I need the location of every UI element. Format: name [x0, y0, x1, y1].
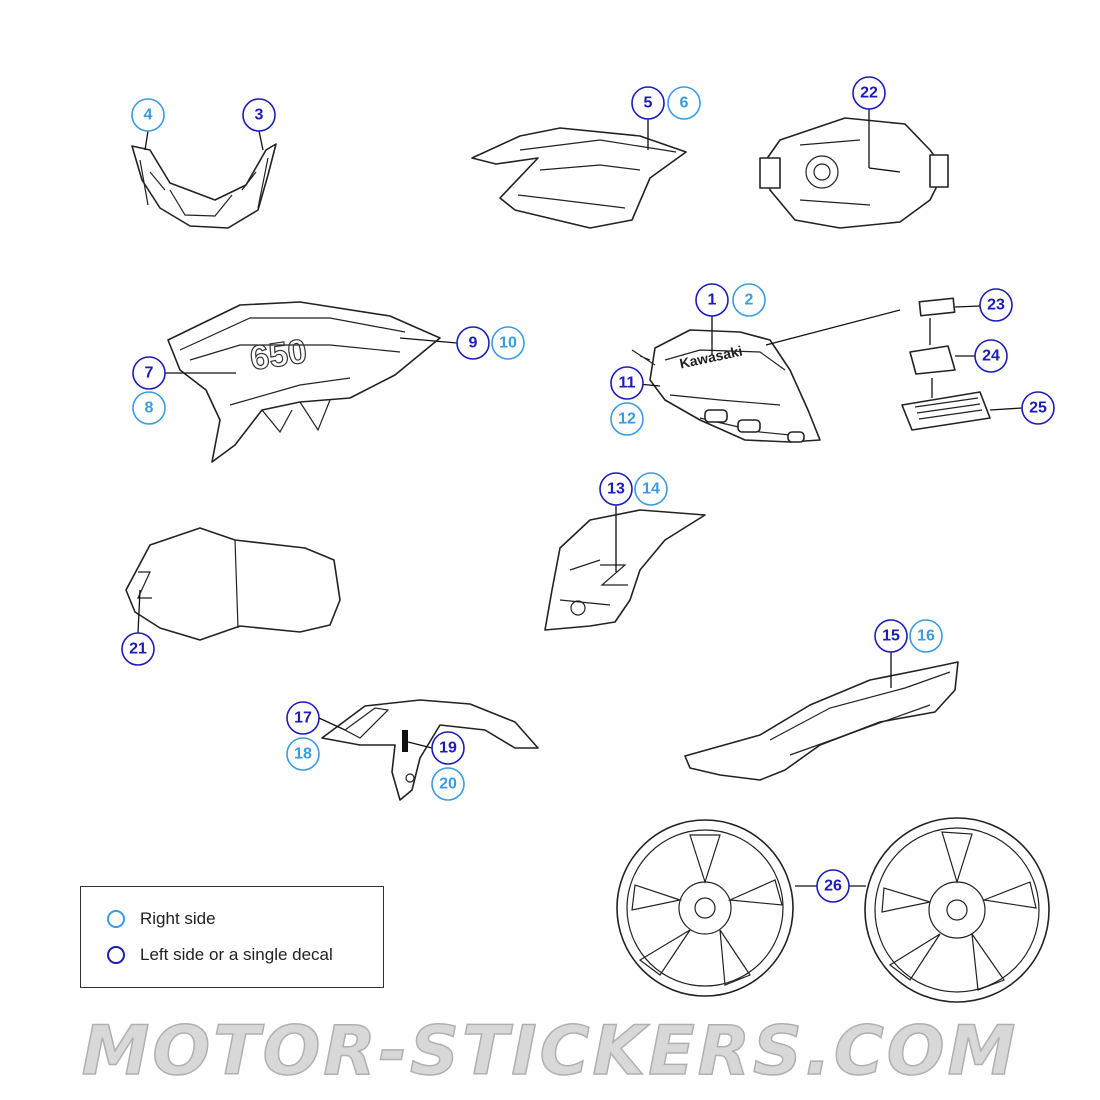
callout-6-label: 6: [680, 95, 689, 112]
callout-3: 3: [242, 98, 276, 132]
callout-8-label: 8: [145, 400, 154, 417]
callout-2: 2: [732, 283, 766, 317]
front-fender-side-part: [321, 699, 539, 801]
callout-16: 16: [909, 619, 943, 653]
callout-3-label: 3: [255, 107, 264, 124]
leader-lines: [137, 109, 1023, 887]
right-side-circle-icon: [107, 910, 125, 928]
rear-wheel-part: [864, 817, 1050, 1003]
callouts: 1 2 3 4 5 6 7 8 9 10 11 12 13 14 15 16 1…: [121, 76, 1055, 903]
callout-14-label: 14: [642, 481, 660, 498]
callout-22: 22: [852, 76, 886, 110]
callout-5-label: 5: [644, 95, 653, 112]
callout-16-label: 16: [917, 628, 935, 645]
callout-26: 26: [816, 869, 850, 903]
callout-15: 15: [874, 619, 908, 653]
callout-23: 23: [979, 288, 1013, 322]
callout-4: 4: [131, 98, 165, 132]
callout-24: 24: [974, 339, 1008, 373]
callout-12: 12: [610, 402, 644, 436]
callout-1: 1: [695, 283, 729, 317]
callout-19-label: 19: [439, 740, 457, 757]
callout-24-label: 24: [982, 348, 1000, 365]
legend-right-side-label: Right side: [140, 909, 216, 928]
callout-7: 7: [132, 356, 166, 390]
callout-15-label: 15: [882, 628, 900, 645]
legend-row-right-side: Right side: [107, 909, 216, 929]
callout-9-label: 9: [469, 335, 478, 352]
callout-23-label: 23: [987, 297, 1005, 314]
callout-22-label: 22: [860, 85, 878, 102]
callout-17: 17: [286, 701, 320, 735]
callout-8: 8: [132, 391, 166, 425]
front-wheel-part: [616, 819, 794, 997]
callout-9: 9: [456, 326, 490, 360]
callout-7-label: 7: [145, 365, 154, 382]
fuel-tank-top-part: [759, 117, 949, 229]
callout-2-label: 2: [745, 292, 754, 309]
callout-13-label: 13: [607, 481, 625, 498]
left-side-circle-icon: [107, 946, 125, 964]
callout-17-label: 17: [294, 710, 312, 727]
callout-20: 20: [431, 767, 465, 801]
callout-11-label: 11: [619, 375, 636, 392]
callout-11: 11: [610, 366, 644, 400]
callout-5: 5: [631, 86, 665, 120]
callout-10: 10: [491, 326, 525, 360]
callout-18-label: 18: [294, 746, 312, 763]
watermark: MOTOR-STICKERS.COM: [81, 1011, 1019, 1092]
shroud-displacement-text: 650: [248, 332, 309, 378]
decal-sheets-part: [901, 297, 991, 431]
radiator-shroud-part: 650: [167, 301, 441, 463]
headlight-cowl-part: [131, 143, 277, 229]
side-panel-part: [544, 509, 706, 631]
callout-25: 25: [1021, 391, 1055, 425]
callout-20-label: 20: [439, 776, 457, 793]
callout-26-label: 26: [824, 878, 842, 895]
callout-13: 13: [599, 472, 633, 506]
callout-10-label: 10: [499, 335, 517, 352]
front-fender-top-part: [125, 527, 341, 641]
callout-18: 18: [286, 737, 320, 771]
tail-cowl-part: [684, 661, 959, 781]
callout-4-label: 4: [144, 107, 153, 124]
legend-left-side-label: Left side or a single decal: [140, 945, 333, 964]
callout-14: 14: [634, 472, 668, 506]
fuel-tank-side-part: Kawasaki: [631, 329, 821, 443]
callout-12-label: 12: [618, 411, 636, 428]
callout-1-label: 1: [708, 292, 717, 309]
callout-21-label: 21: [129, 641, 147, 658]
callout-25-label: 25: [1029, 400, 1047, 417]
legend: Right side Left side or a single decal: [80, 886, 384, 988]
callout-6: 6: [667, 86, 701, 120]
callout-19: 19: [431, 731, 465, 765]
callout-21: 21: [121, 632, 155, 666]
upper-fairing-part: [471, 127, 687, 229]
legend-row-left-side: Left side or a single decal: [107, 945, 333, 965]
